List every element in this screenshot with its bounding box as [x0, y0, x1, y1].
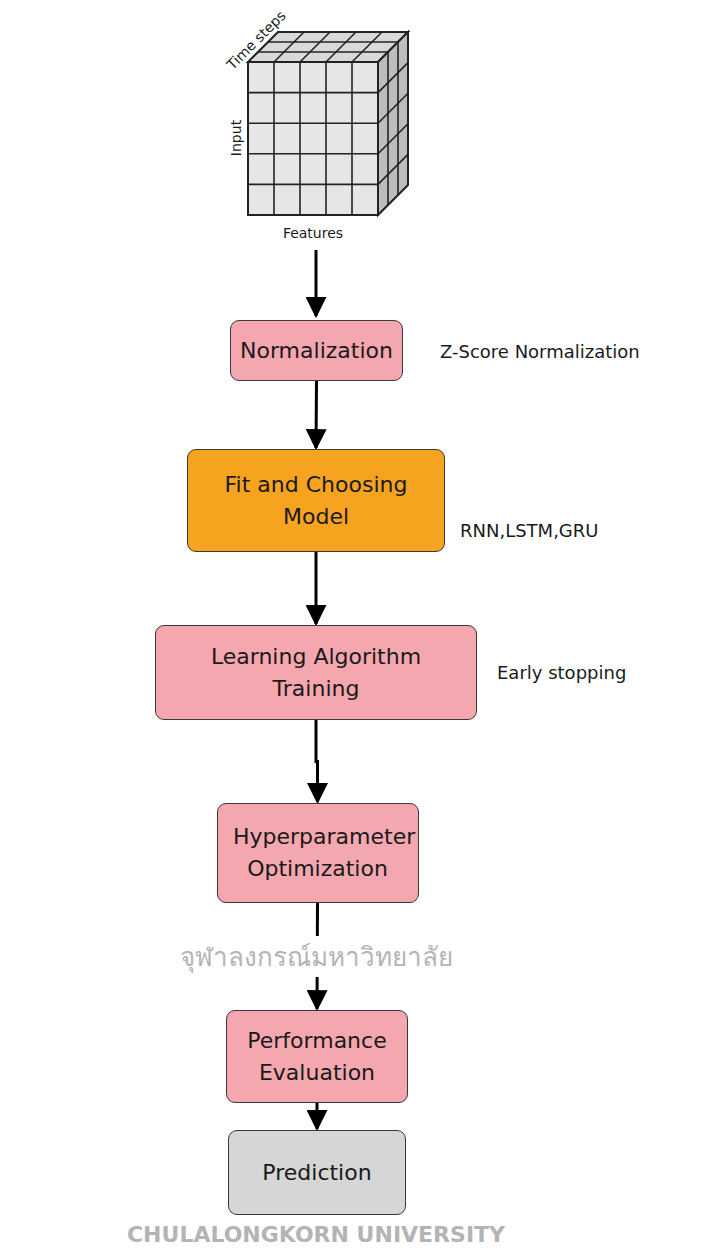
box-label: Hyperparameter Optimization — [233, 821, 402, 885]
box-label: Learning Algorithm Training — [165, 641, 467, 705]
model-box: Fit and Choosing Model — [187, 449, 445, 552]
process-box: Hyperparameter Optimization — [217, 803, 419, 903]
process-box: Normalization — [230, 320, 403, 381]
flow-arrow — [316, 720, 318, 802]
box-label: Fit and Choosing Model — [197, 469, 435, 533]
axis-label: Input — [228, 120, 244, 156]
box-label: Performance Evaluation — [236, 1025, 398, 1089]
method-note: Early stopping — [497, 662, 626, 683]
terminal-box: Prediction — [228, 1130, 406, 1215]
method-note: RNN,LSTM,GRU — [460, 520, 599, 541]
data-cube — [248, 32, 408, 215]
method-note: Z-Score Normalization — [440, 341, 640, 362]
watermark: จุฬาลงกรณ์มหาวิทยาลัย — [176, 936, 457, 977]
axis-label: Features — [283, 225, 343, 241]
flow-arrow — [315, 552, 318, 624]
box-label: Prediction — [262, 1157, 371, 1189]
process-box: Performance Evaluation — [226, 1010, 408, 1103]
watermark: CHULALONGKORN UNIVERSITY — [123, 1222, 509, 1247]
flow-arrow — [316, 1103, 319, 1129]
box-label: Normalization — [240, 335, 393, 367]
flow-arrow — [315, 381, 319, 448]
input-arrow — [315, 250, 318, 316]
process-box: Learning Algorithm Training — [155, 625, 477, 720]
